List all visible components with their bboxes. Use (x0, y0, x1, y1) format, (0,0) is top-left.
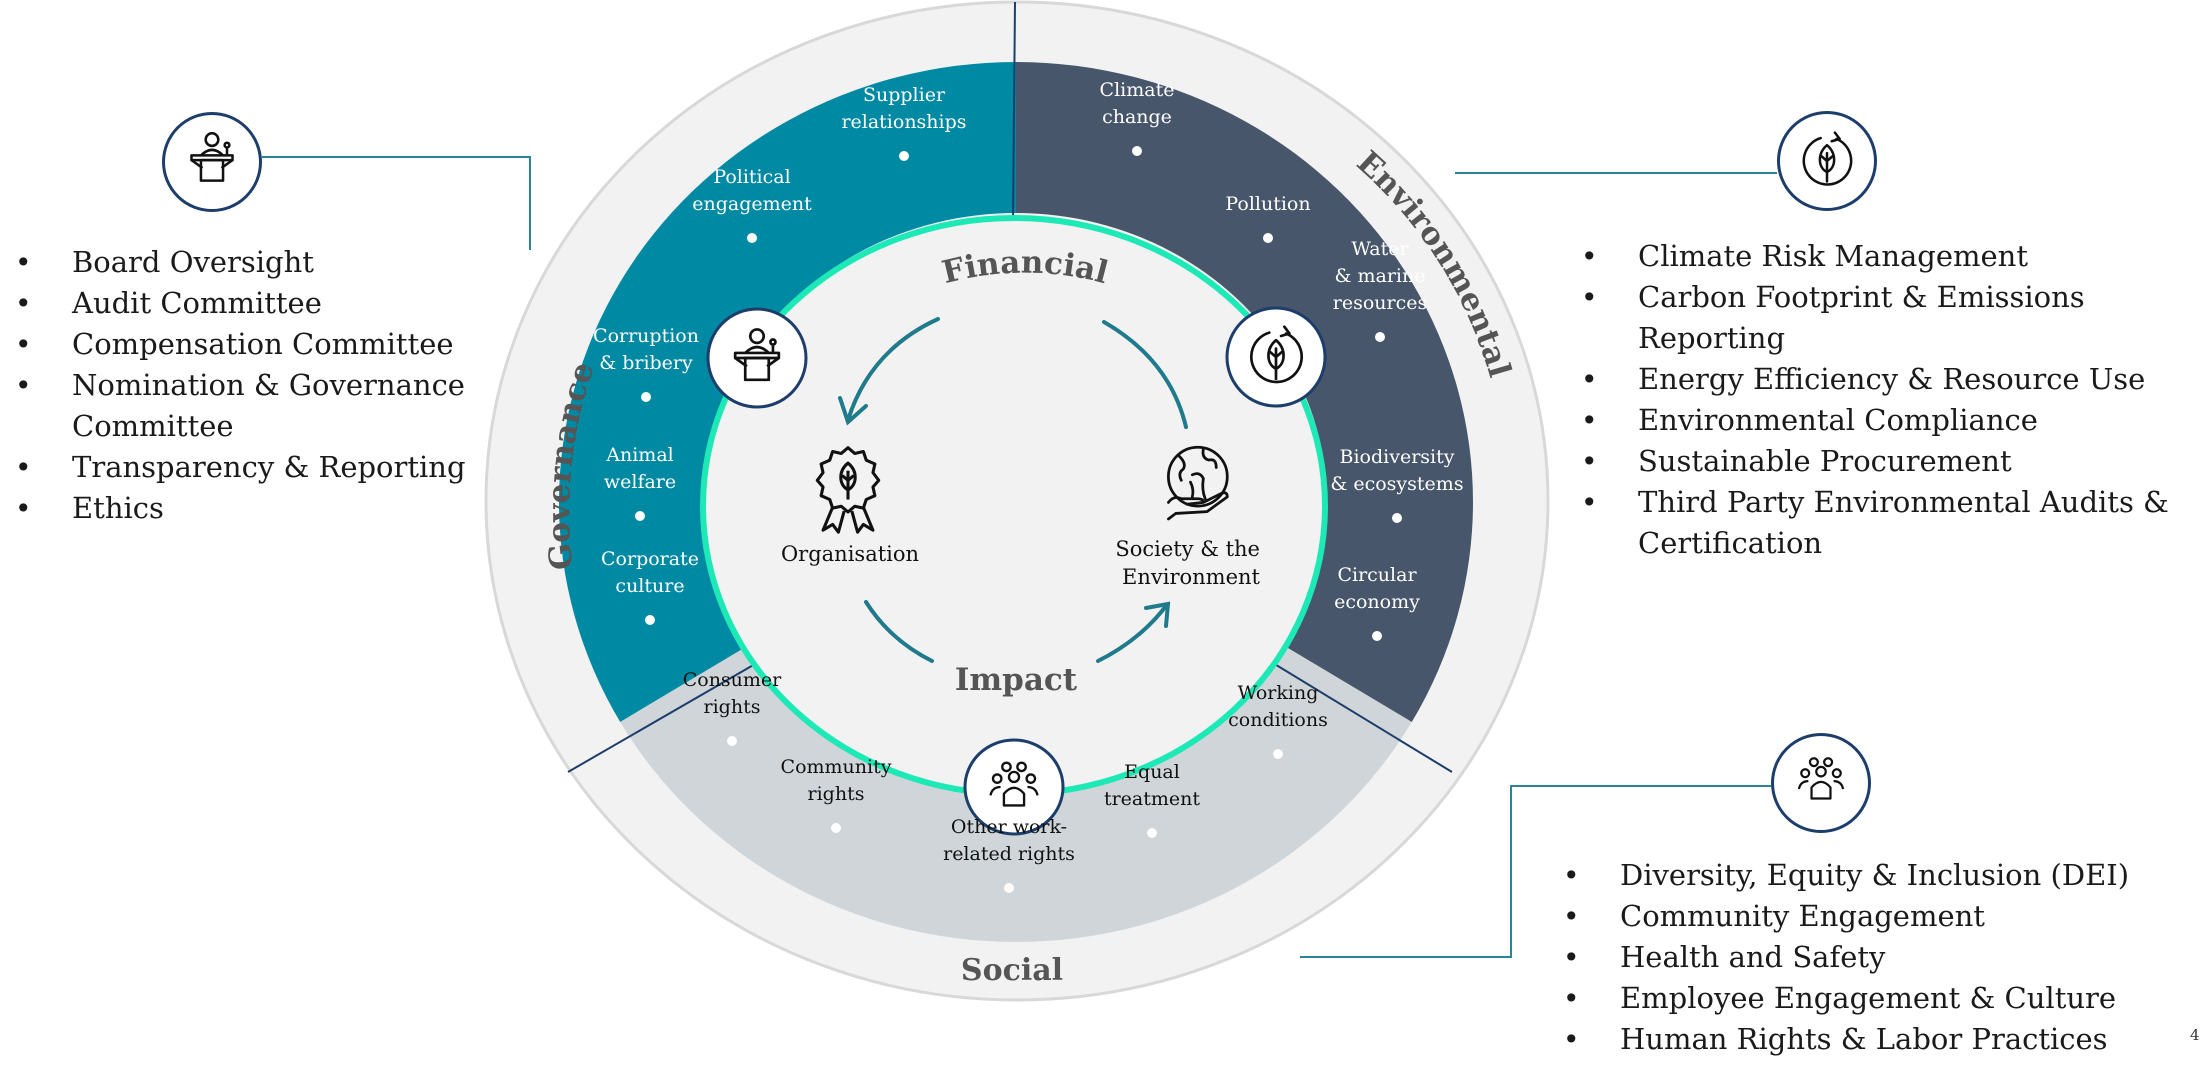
financial-arrow (846, 317, 940, 422)
list-item: Environmental Compliance (1581, 400, 2181, 441)
topic-dot (747, 233, 757, 243)
social-ring-icon (963, 738, 1065, 836)
social-label: Social (961, 953, 1063, 988)
list-item: Nomination & Governance Committee (15, 365, 485, 447)
list-item: Diversity, Equity & Inclusion (DEI) (1563, 855, 2163, 896)
list-item: Transparency & Reporting (15, 447, 485, 488)
environmental-connector (1455, 172, 1777, 174)
topic-dot (727, 736, 737, 746)
environmental-panel-icon (1777, 111, 1877, 211)
financial-arc-right (1102, 320, 1188, 429)
list-item: Energy Efficiency & Resource Use (1581, 359, 2181, 400)
impact-label: Impact (955, 662, 1078, 698)
impact-arrow (1096, 604, 1168, 663)
topic-label: Pollution (1225, 193, 1310, 215)
page-number: 4 (2190, 1026, 2200, 1044)
list-item: Climate Risk Management (1581, 236, 2181, 277)
leaf-cycle-icon (1802, 131, 1853, 186)
governance-ring-icon (706, 307, 808, 409)
governance-segment[interactable] (559, 62, 1016, 722)
impact-arrow-head (1144, 601, 1171, 628)
topic-dot (645, 615, 655, 625)
podium-speaker-icon (190, 132, 234, 182)
topic-label: Other work-related rights (943, 816, 1075, 865)
list-item: Third Party Environmental Audits & Certi… (1581, 482, 2181, 564)
topic-dot (1132, 146, 1142, 156)
environmental-segment[interactable] (1016, 62, 1473, 722)
topic-dot (1263, 233, 1273, 243)
topic-dot (1375, 332, 1385, 342)
list-item: Carbon Footprint & Emissions Reporting (1581, 277, 2181, 359)
list-item: Audit Committee (15, 283, 485, 324)
list-item: Human Rights & Labor Practices (1563, 1019, 2163, 1060)
governance-list: Board OversightAudit CommitteeCompensati… (15, 242, 485, 529)
social-list: Diversity, Equity & Inclusion (DEI)Commu… (1563, 855, 2163, 1060)
divider-env-soc (1267, 659, 1453, 773)
topic-label: Corruption& bribery (593, 325, 699, 374)
governance-connector-h (262, 156, 530, 158)
social-connector-v (1510, 785, 1512, 958)
environmental-list: Climate Risk ManagementCarbon Footprint … (1581, 236, 2181, 564)
topic-dot (1372, 631, 1382, 641)
people-group-icon (1797, 757, 1845, 800)
topic-dot (641, 392, 651, 402)
list-item: Sustainable Procurement (1581, 441, 2181, 482)
list-item: Employee Engagement & Culture (1563, 978, 2163, 1019)
topic-dot (1273, 749, 1283, 759)
governance-connector-v (529, 156, 531, 250)
environmental-ring-icon (1225, 306, 1327, 408)
inner-circle (700, 215, 1328, 797)
list-item: Health and Safety (1563, 937, 2163, 978)
divider-gov-env (1012, 1, 1016, 221)
topic-dot (1147, 828, 1157, 838)
topic-dot (635, 511, 645, 521)
society-label: Society & the Environment (1115, 537, 1266, 589)
social-connector-bottom (1300, 956, 1512, 958)
topic-dot (1004, 883, 1014, 893)
social-panel-icon (1771, 733, 1871, 833)
list-item: Board Oversight (15, 242, 485, 283)
financial-arrow-head (838, 396, 868, 426)
list-item: Ethics (15, 488, 485, 529)
list-item: Community Engagement (1563, 896, 2163, 937)
topic-label: Biodiversity& ecosystems (1330, 446, 1463, 495)
impact-arc-left (864, 600, 934, 663)
topic-dot (831, 823, 841, 833)
governance-panel-icon (162, 112, 262, 212)
organisation-label: Organisation (781, 542, 919, 566)
topic-dot (899, 151, 909, 161)
list-item: Compensation Committee (15, 324, 485, 365)
topic-dot (1392, 513, 1402, 523)
divider-gov-soc (567, 659, 763, 773)
social-connector-top (1510, 785, 1771, 787)
